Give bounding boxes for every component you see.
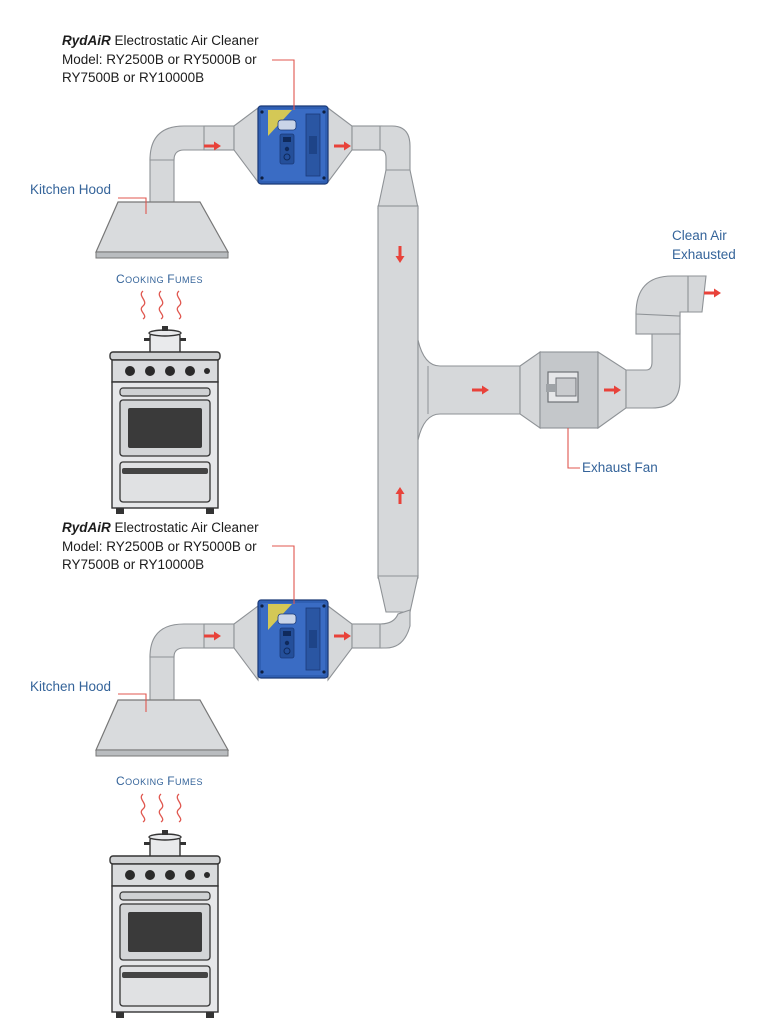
top-cleaner-model-line1: Model: RY2500B or RY5000B or — [62, 52, 257, 67]
clean-air-label-line1: Clean Air — [672, 228, 727, 243]
cooking-fumes-text-umes: UMES — [175, 777, 203, 787]
bottom-cooking-fumes-label: COOKING FUMES — [116, 774, 203, 788]
top-fumes-icon — [140, 290, 182, 320]
bottom-cleaner-label: RydAiR Electrostatic Air Cleaner — [62, 520, 259, 535]
cooking-fumes-text-umes: UMES — [175, 275, 203, 285]
cleaner-type: Electrostatic Air Cleaner — [111, 520, 259, 535]
bottom-stove-icon — [109, 829, 221, 1019]
top-air-cleaner — [257, 105, 329, 185]
top-stove-icon — [109, 325, 221, 515]
brand-name: RydAiR — [62, 33, 111, 48]
main-riser — [377, 169, 521, 613]
cooking-fumes-letter-f: F — [167, 272, 175, 286]
bottom-fumes-icon — [140, 793, 182, 823]
top-cleaner-model-line2: RY7500B or RY10000B — [62, 70, 204, 85]
brand-name: RydAiR — [62, 520, 111, 535]
bottom-air-cleaner — [257, 599, 329, 679]
leader-lines — [118, 59, 580, 712]
top-kitchen-hood-label: Kitchen Hood — [30, 182, 111, 197]
bottom-duct-run — [149, 604, 411, 706]
exhaust-fan-label: Exhaust Fan — [582, 460, 658, 475]
bottom-kitchen-hood-label: Kitchen Hood — [30, 679, 111, 694]
cooking-fumes-text-ooking: OOKING — [125, 777, 167, 787]
top-cleaner-label: RydAiR Electrostatic Air Cleaner — [62, 33, 259, 48]
clean-air-label-line2: Exhausted — [672, 247, 736, 262]
bottom-kitchen-hood — [95, 699, 229, 757]
top-cooking-fumes-label: COOKING FUMES — [116, 272, 203, 286]
bottom-cleaner-model-line2: RY7500B or RY10000B — [62, 557, 204, 572]
top-kitchen-hood — [95, 201, 229, 259]
outlet-duct — [625, 275, 707, 409]
cooking-fumes-text-ooking: OOKING — [125, 275, 167, 285]
cleaner-type: Electrostatic Air Cleaner — [111, 33, 259, 48]
bottom-cleaner-model-line1: Model: RY2500B or RY5000B or — [62, 539, 257, 554]
exhaust-fan-unit — [519, 350, 627, 430]
cooking-fumes-letter-f: F — [167, 774, 175, 788]
cooking-fumes-letter-c: C — [116, 272, 125, 286]
cooking-fumes-letter-c: C — [116, 774, 125, 788]
